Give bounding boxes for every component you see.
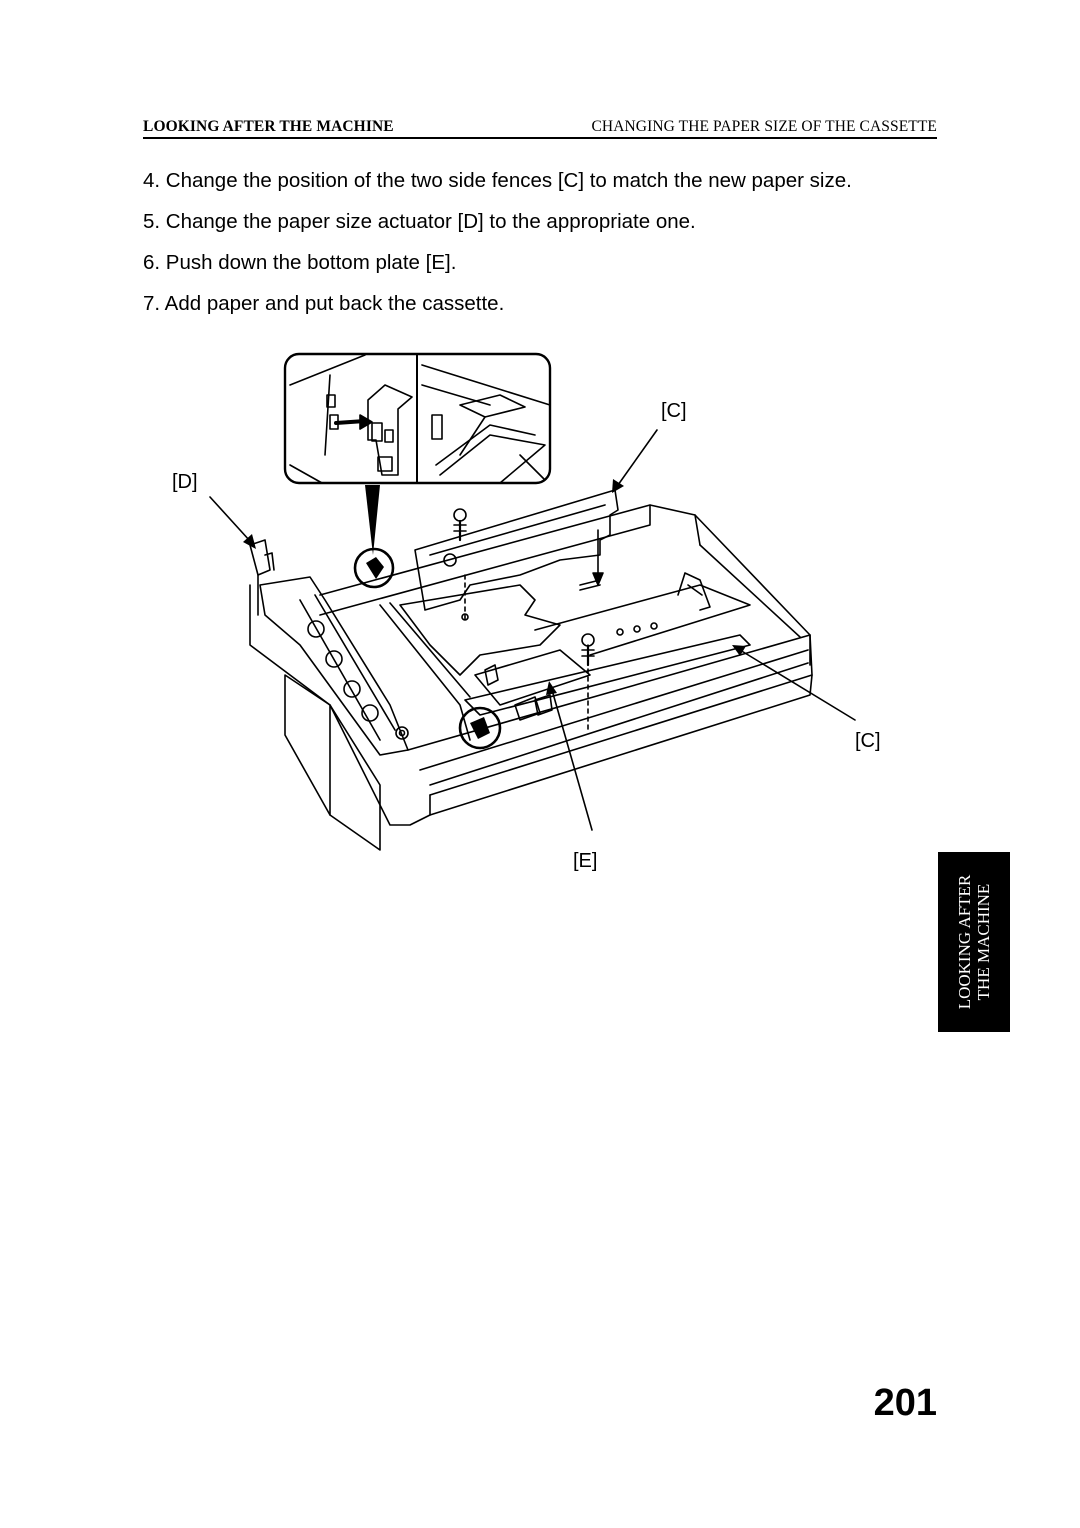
screw-front [581, 633, 595, 667]
step-6: 6. Push down the bottom plate [E]. [143, 251, 457, 274]
detail-circle-fence [458, 706, 502, 750]
page-number: 201 [873, 1382, 937, 1424]
procedure-steps: 4. Change the position of the two side f… [143, 160, 852, 324]
cassette-diagram: [C] [D] [C] [E] [172, 352, 881, 872]
side-fence-front [464, 634, 751, 731]
inset-detail [283, 352, 552, 485]
callout-e: [E] [573, 850, 597, 872]
cassette-tray [249, 504, 813, 851]
callout-leaders [209, 429, 856, 831]
running-header-topic: CHANGING THE PAPER SIZE OF THE CASSETTE [591, 118, 937, 135]
callout-c-bottom: [C] [855, 730, 881, 752]
detail-circle-actuator [353, 547, 395, 589]
bottom-plate [399, 572, 751, 706]
side-tab-line-2: THE MACHINE [974, 883, 993, 1001]
step-7: 7. Add paper and put back the cassette. [143, 292, 505, 315]
section-thumb-tab: LOOKING AFTER THE MACHINE [938, 852, 1010, 1032]
step-4: 4. Change the position of the two side f… [143, 169, 852, 192]
callout-d: [D] [172, 471, 198, 493]
header-rule [143, 137, 937, 139]
step-5: 5. Change the paper size actuator [D] to… [143, 210, 696, 233]
side-tab-line-1: LOOKING AFTER [955, 874, 974, 1010]
side-fence-rear [414, 489, 619, 621]
callout-c-top: [C] [661, 400, 687, 422]
screw-rear [453, 508, 467, 542]
running-header-section: LOOKING AFTER THE MACHINE [143, 118, 394, 135]
